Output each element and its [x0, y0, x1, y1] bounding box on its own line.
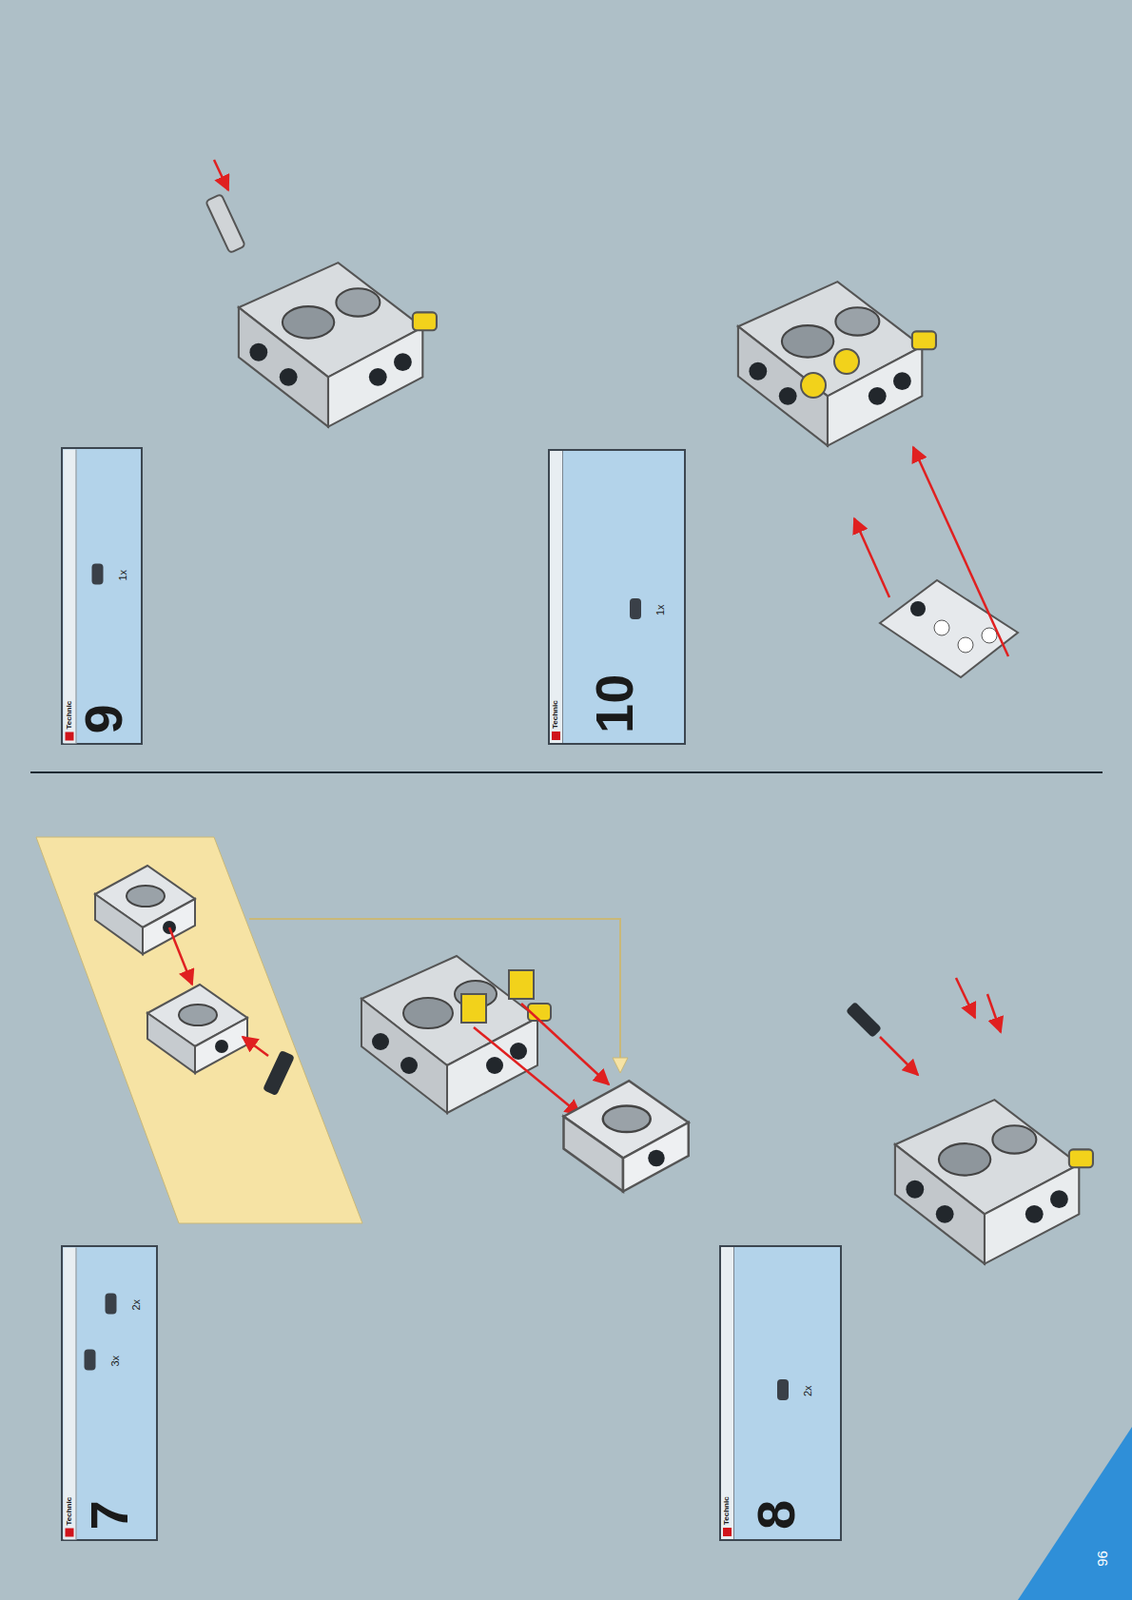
- panel-content: Technic 8 2x: [721, 1247, 840, 1540]
- brand-text: Technic: [722, 1496, 731, 1525]
- part-count: 1x: [116, 568, 128, 581]
- step-number: 9: [76, 703, 130, 734]
- logo-strip: [549, 450, 564, 743]
- logo-mark: [64, 731, 74, 741]
- step-number: 8: [749, 1500, 803, 1530]
- step-number: 7: [81, 1500, 136, 1530]
- step-panel: Technic9 1x: [60, 447, 143, 745]
- step-panel: Technic 10 1x: [547, 448, 686, 745]
- logo-mark: [64, 1527, 74, 1537]
- logo-strip: [62, 448, 77, 743]
- part-count: 2x: [801, 1385, 814, 1397]
- logo-strip: [62, 1247, 77, 1540]
- step-number: 10: [587, 674, 642, 734]
- step-panel: Technic 8 2x: [719, 1245, 842, 1542]
- part-count: 2x: [129, 1298, 141, 1310]
- part-icon: [629, 598, 642, 620]
- part-icon: [91, 563, 103, 585]
- part-icon: [83, 1348, 96, 1370]
- step-panel: Technic 7 3x 2x: [60, 1245, 158, 1542]
- brand-text: Technic: [550, 700, 560, 729]
- panel-content: Technic 7 3x 2x: [62, 1247, 157, 1540]
- part-icon: [777, 1379, 789, 1401]
- brand-text: Technic: [63, 1496, 73, 1525]
- part-count: 1x: [654, 604, 666, 616]
- brand-text: Technic: [63, 700, 73, 729]
- part-count: 3x: [108, 1354, 120, 1367]
- panel-content: Technic9 1x: [62, 448, 141, 743]
- panel-content: Technic 10 1x: [549, 450, 684, 743]
- logo-mark: [722, 1527, 732, 1537]
- logo-strip: [721, 1247, 735, 1540]
- logo-mark: [551, 731, 561, 741]
- part-icon: [104, 1292, 117, 1314]
- page-number: 96: [1093, 1550, 1111, 1567]
